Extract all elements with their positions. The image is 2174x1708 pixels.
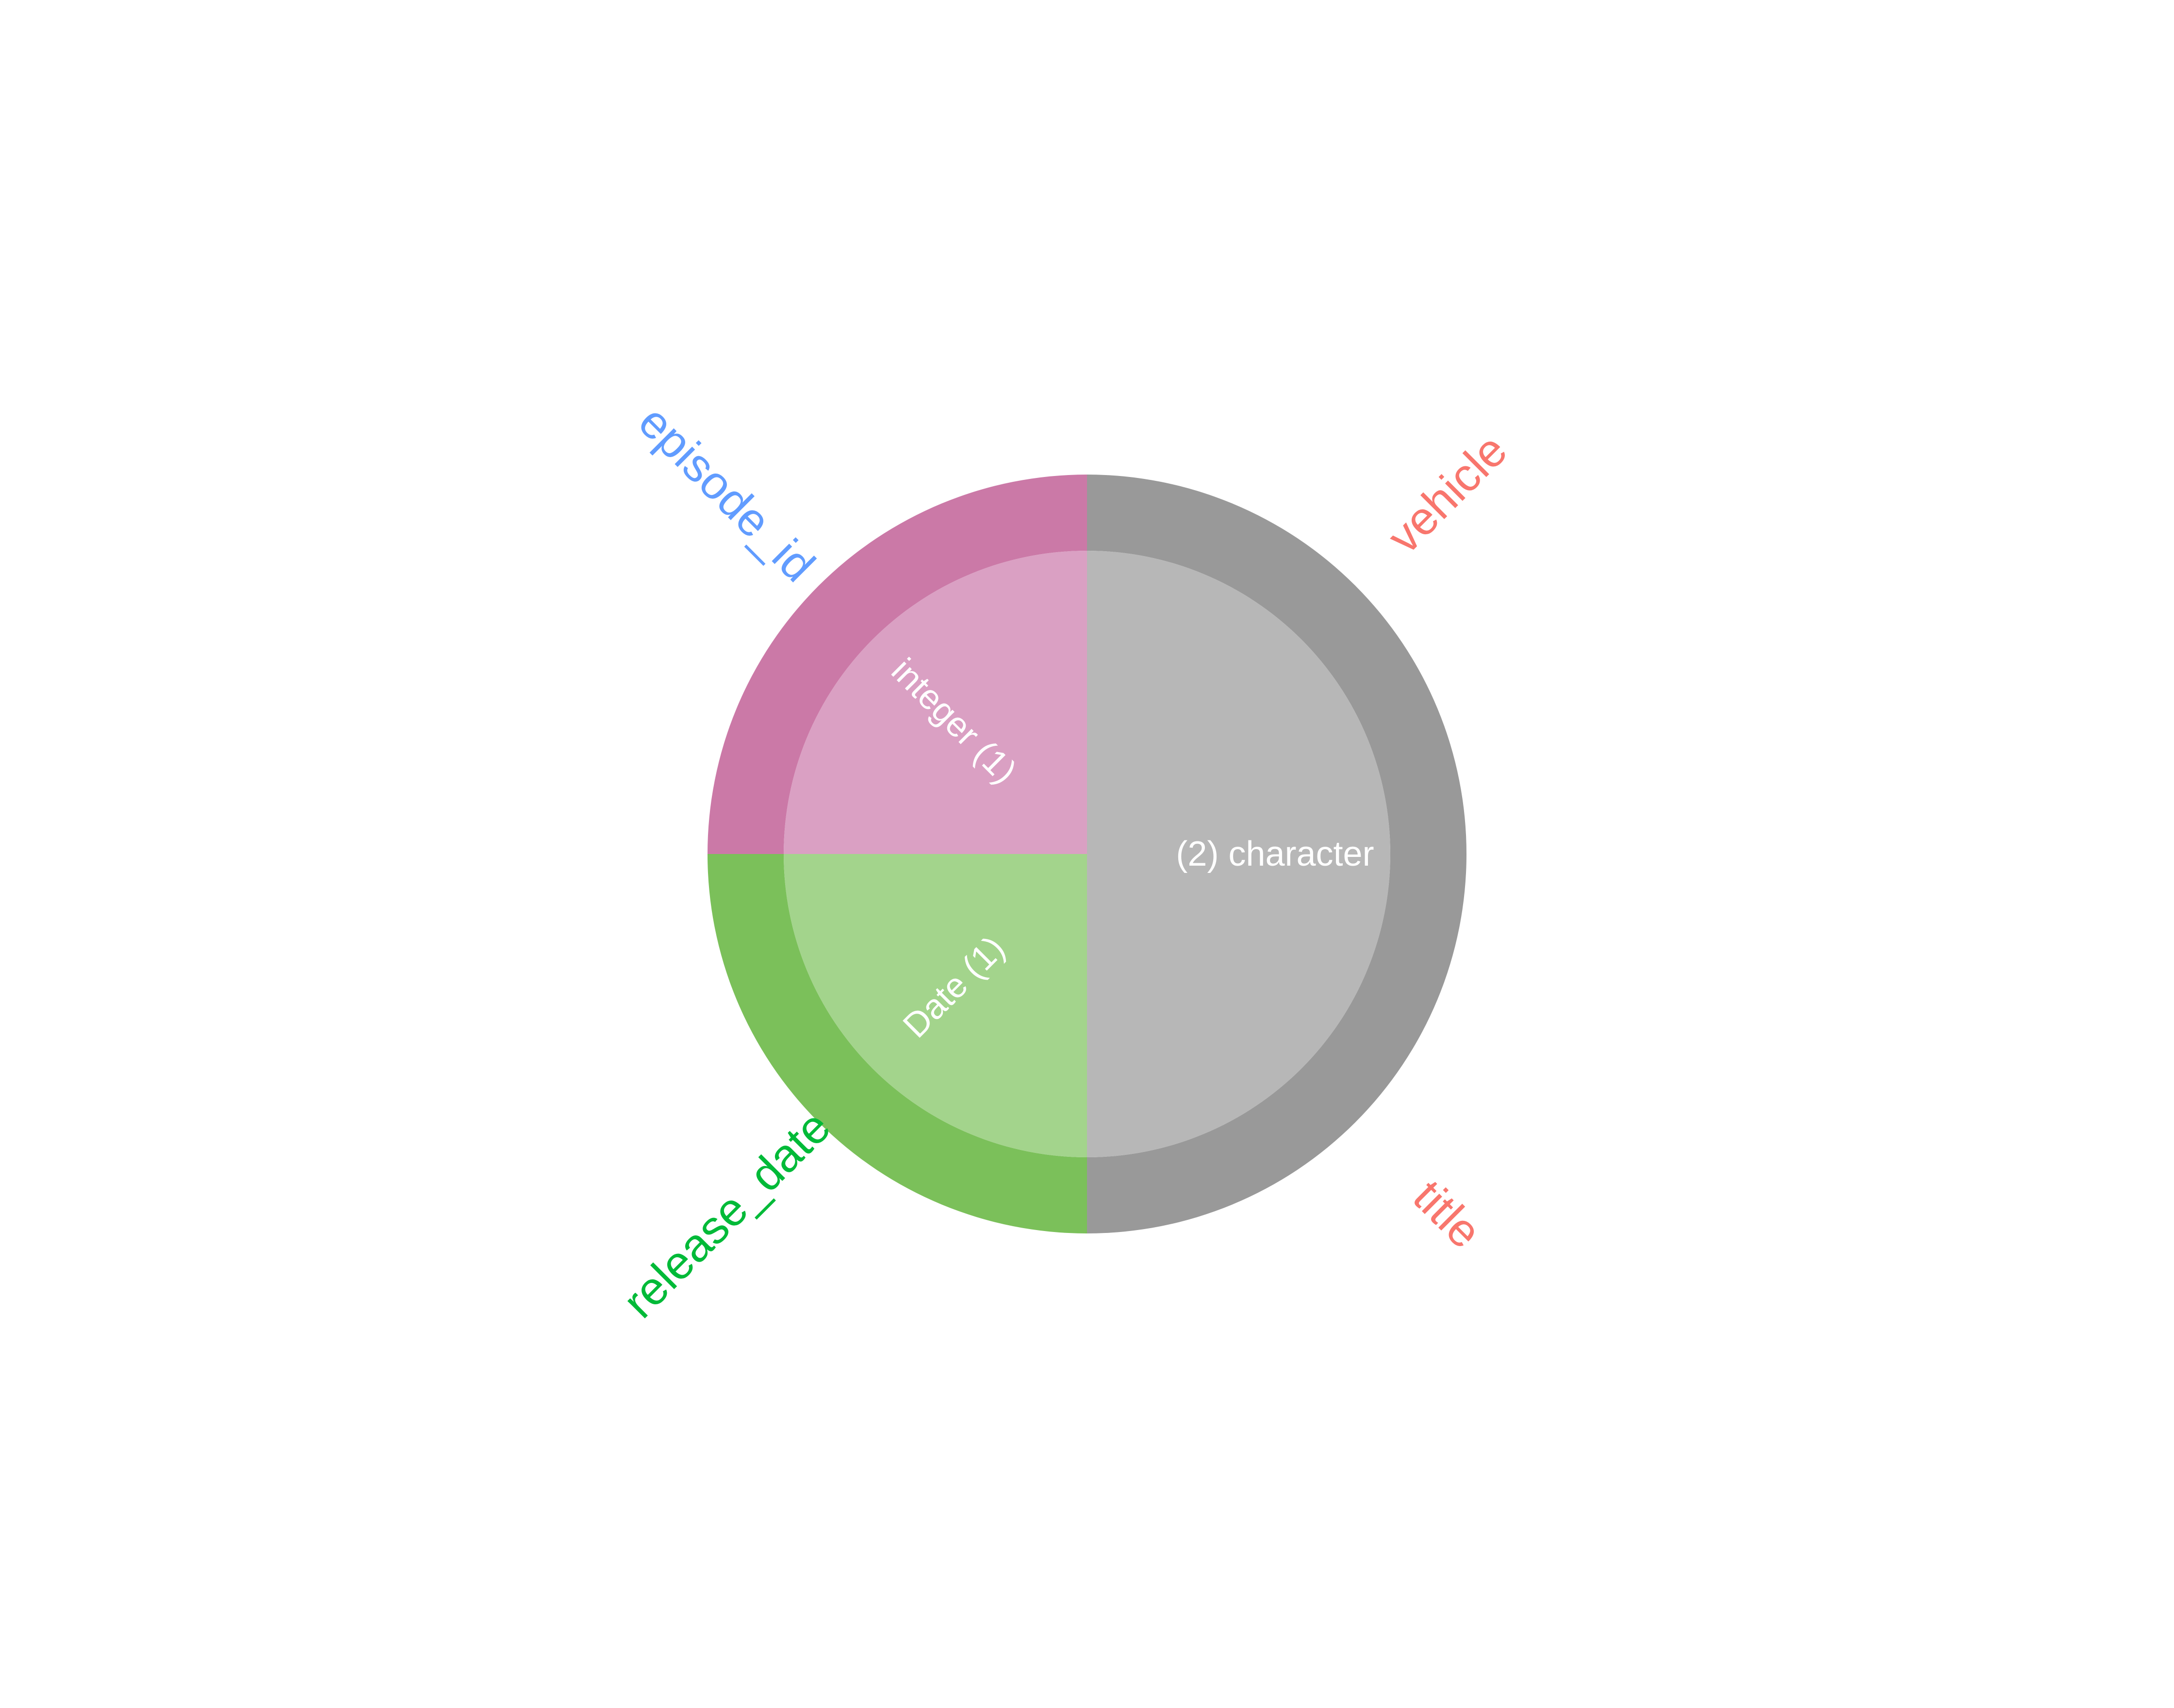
inner-ring: [784, 551, 1390, 1157]
outer-ring: [708, 475, 1466, 1233]
inner-slice-character: [1087, 551, 1390, 1157]
outer-label-vehicle: vehicle: [1378, 424, 1517, 563]
outer-label-episode-id: episode_id: [629, 396, 825, 592]
inner-slice-integer: [784, 551, 1087, 854]
outer-label-release-date: release_date: [613, 1100, 840, 1328]
outer-slice-release-date: [708, 854, 1087, 1233]
outer-label-title: title: [1403, 1170, 1491, 1258]
inner-label-character: (2) character: [1176, 835, 1374, 873]
outer-slice-vehicle: [1087, 475, 1466, 854]
outer-slice-title: [1087, 854, 1466, 1233]
inner-slice-date: [784, 854, 1087, 1157]
outer-slice-episode-id: [708, 475, 1087, 854]
